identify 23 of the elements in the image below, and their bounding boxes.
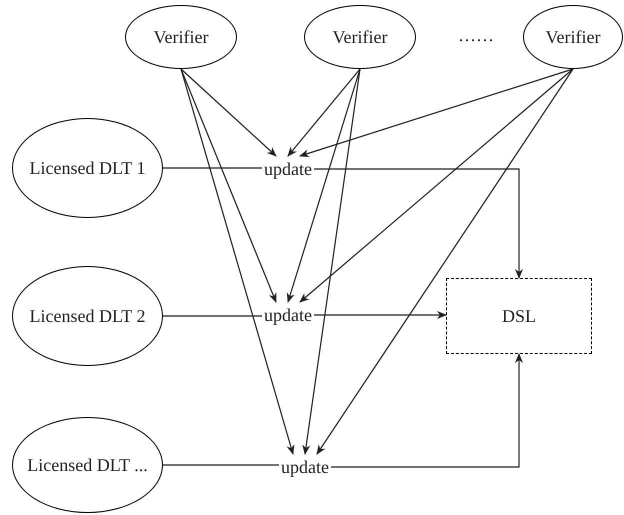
ellipse-node: Licensed DLT ...: [12, 417, 163, 513]
arrow: [316, 68, 574, 455]
ellipsis-label: ……: [458, 24, 494, 47]
process-label: update: [262, 156, 314, 182]
ellipse-node: Licensed DLT 1: [12, 118, 163, 218]
ellipse-node: Verifier: [523, 5, 623, 69]
ellipse-node: Verifier: [304, 5, 416, 69]
ellipse-node: Licensed DLT 2: [12, 266, 163, 366]
process-label: update: [262, 302, 314, 328]
arrow: [286, 68, 361, 303]
arrow: [314, 311, 447, 319]
arrow: [180, 68, 277, 303]
arrow: [180, 68, 277, 157]
ellipse-node: Verifier: [125, 5, 237, 69]
arrow: [331, 353, 523, 468]
arrow: [287, 68, 360, 157]
arrow: [299, 68, 574, 158]
arrow: [299, 68, 574, 303]
arrow: [180, 68, 294, 455]
process-label: update: [279, 454, 331, 480]
dashed-box: DSL: [446, 278, 592, 354]
arrow: [314, 168, 523, 279]
arrow: [302, 68, 361, 455]
